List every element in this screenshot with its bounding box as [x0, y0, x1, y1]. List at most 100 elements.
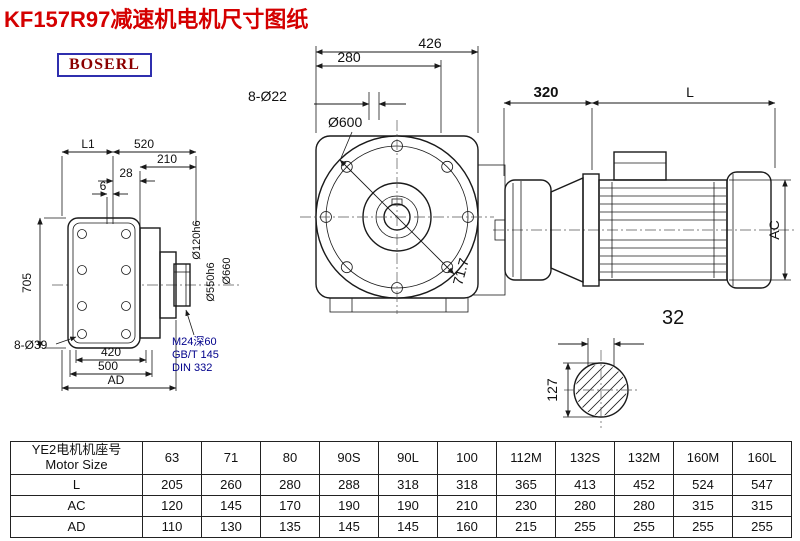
table-cell: 524: [673, 473, 733, 496]
dia-leader: [340, 131, 353, 159]
table-cell: 255: [673, 515, 733, 538]
table-cell: 230: [496, 494, 556, 517]
table-cell: 318: [437, 473, 497, 496]
table-cell: 145: [378, 515, 438, 538]
table-row-AC: AC 120 145 170 190 190 210 230 280 280 3…: [10, 494, 792, 517]
table-cell: 547: [732, 473, 792, 496]
table-cell: 215: [496, 515, 556, 538]
motor-size-header: YE2电机机座号 Motor Size: [10, 441, 143, 475]
output-shaft: [173, 263, 191, 307]
flange-bolt-holes-left: [77, 229, 131, 339]
dimension-table: YE2电机机座号 Motor Size 63 71 80 90S 90L 100…: [10, 441, 792, 538]
motor-fins: [600, 182, 726, 278]
dim-426-label: 426: [418, 35, 442, 51]
thread-note-line3: DIN 332: [172, 362, 212, 374]
table-cell: 318: [378, 473, 438, 496]
table-cell: 413: [555, 473, 615, 496]
bolt-count-label: 8-Ø22: [248, 88, 287, 104]
dim-127-label: 127: [544, 378, 560, 402]
dim-32-label: 32: [662, 307, 684, 329]
dim-320-label: 320: [533, 84, 558, 101]
motor-extension-lines: [503, 108, 776, 176]
dim-500-label: 500: [98, 359, 118, 373]
dim-705-extensions: [44, 217, 66, 349]
table-cell: 170: [260, 494, 320, 517]
dim-420-label: 420: [101, 345, 121, 359]
row-label: AD: [10, 515, 143, 538]
col-header: 160L: [732, 441, 792, 475]
col-header: 90S: [319, 441, 379, 475]
dim-32-extensions: [558, 338, 644, 366]
table-cell: 280: [614, 494, 674, 517]
dim-210-label: 210: [157, 152, 177, 166]
table-cell: 120: [142, 494, 202, 517]
gearbox-left-view: L1 520 210 28 6 705 8-Ø39: [14, 137, 242, 391]
col-header: 112M: [496, 441, 556, 475]
table-cell: 260: [201, 473, 261, 496]
gearbox-rear-lines: [512, 181, 522, 279]
table-cell: 110: [142, 515, 202, 538]
table-cell: 280: [555, 494, 615, 517]
col-header: 90L: [378, 441, 438, 475]
shaft-center-lines: [564, 350, 638, 428]
terminal-box: [613, 151, 667, 181]
table-cell: 255: [614, 515, 674, 538]
table-cell: 190: [378, 494, 438, 517]
bolt-39-label: 8-Ø39: [14, 338, 48, 352]
shaft-section-view: 32 127: [544, 307, 684, 428]
page-title: KF157R97减速机电机尺寸图纸: [4, 7, 309, 32]
col-header: 160M: [673, 441, 733, 475]
col-header: 132S: [555, 441, 615, 475]
base-outline: [329, 296, 469, 313]
table-row-AD: AD 110 130 135 145 145 160 215 255 255 2…: [10, 515, 792, 538]
base-ribs: [351, 297, 447, 312]
front-flange-view: Ø600 8-Ø22 426 280 71.7: [248, 35, 506, 314]
col-header: 100: [437, 441, 497, 475]
dim-520-label: 520: [134, 137, 154, 151]
bolt-hole-dim: [314, 92, 406, 120]
motor-side-view: 320 L AC: [493, 84, 797, 289]
motor-size-header-en: Motor Size: [45, 456, 108, 472]
dia-120-label: Ø120h6: [191, 220, 203, 259]
table-cell: 280: [260, 473, 320, 496]
table-cell: 365: [496, 473, 556, 496]
dia-550-label: Ø550h6: [205, 262, 217, 301]
dia-660-label: Ø660: [221, 258, 233, 285]
motor-size-header-cn: YE2电机机座号: [31, 442, 122, 457]
table-cell: 160: [437, 515, 497, 538]
bolt-39-leader: [55, 336, 77, 345]
fan-cowl: [726, 171, 772, 289]
col-header: 80: [260, 441, 320, 475]
dia-600-label: Ø600: [328, 114, 362, 130]
dim-L1-label: L1: [81, 137, 95, 151]
table-cell: 190: [319, 494, 379, 517]
shaft-detail-lines: [174, 264, 190, 306]
table-cell: 210: [437, 494, 497, 517]
dim-28-label: 28: [119, 166, 133, 180]
col-header: 71: [201, 441, 261, 475]
col-header: 132M: [614, 441, 674, 475]
table-header-row: YE2电机机座号 Motor Size 63 71 80 90S 90L 100…: [10, 441, 792, 475]
table-cell: 255: [732, 515, 792, 538]
angle-label: 71.7: [449, 256, 472, 287]
col-header: 63: [142, 441, 202, 475]
table-cell: 315: [673, 494, 733, 517]
dim-AD-label: AD: [108, 373, 125, 387]
table-cell: 135: [260, 515, 320, 538]
thread-note-line1: M24深60: [172, 335, 217, 348]
ac-extension-lines: [729, 179, 791, 281]
table-cell: 145: [319, 515, 379, 538]
table-cell: 452: [614, 473, 674, 496]
table-cell: 205: [142, 473, 202, 496]
dim-AC-label: AC: [766, 220, 782, 239]
table-cell: 315: [732, 494, 792, 517]
top-extension-lines: [315, 46, 479, 133]
housing-step-1: [139, 227, 161, 339]
table-cell: 130: [201, 515, 261, 538]
dim-280-label: 280: [337, 49, 361, 65]
thread-note-leader: [185, 309, 195, 336]
table-cell: 288: [319, 473, 379, 496]
table-cell: 255: [555, 515, 615, 538]
brand-logo: BOSERL: [57, 53, 152, 77]
